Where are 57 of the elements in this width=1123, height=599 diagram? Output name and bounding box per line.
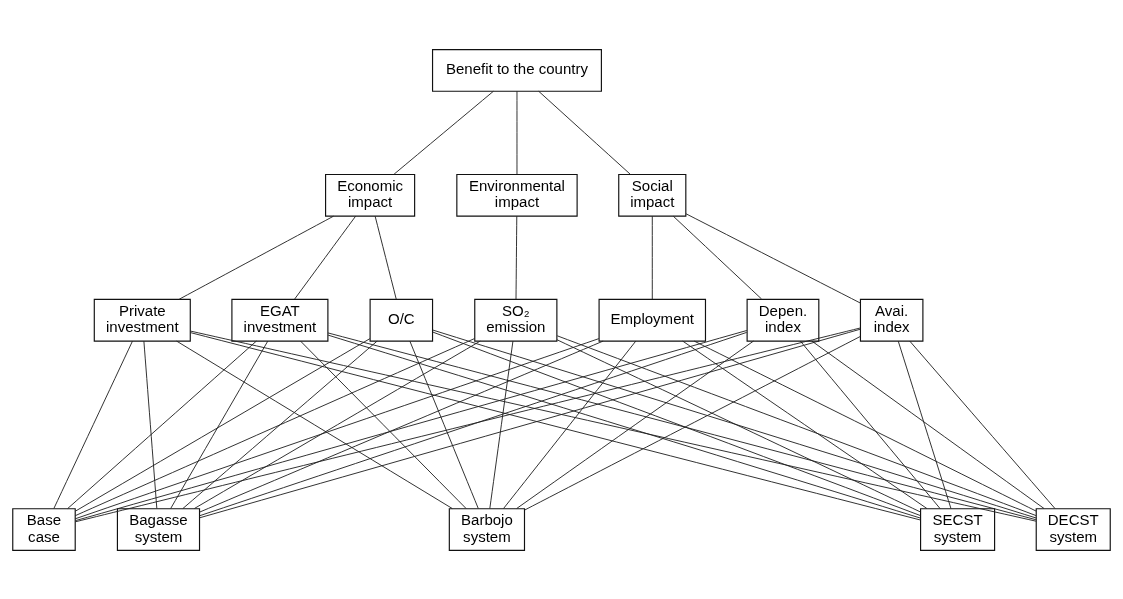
connector [909,340,1056,509]
connector [182,340,378,509]
node-box: Economic impact [325,173,416,217]
connector [672,215,763,299]
connector [300,340,467,509]
connector [327,334,921,519]
connector [199,340,604,513]
node-box: Barbojo system [448,507,526,551]
connector [432,331,921,516]
node-box: Bagasse system [116,507,201,551]
node-box: O/C [369,298,434,342]
node-box: Depen. index [746,298,820,342]
node-box: Private investment [93,298,191,342]
node-box: Social impact [618,173,687,217]
connector [556,338,921,512]
connector [524,335,861,510]
connector [67,340,257,509]
connector [489,340,514,509]
connector [74,337,475,516]
connector [432,329,1037,518]
connector [393,90,494,175]
connector [178,215,334,300]
connector [799,340,941,509]
connector [74,329,748,521]
node-box: Employment [598,298,707,342]
connector [170,340,269,509]
connector [143,340,158,509]
connector [651,215,653,299]
connector [327,331,1037,520]
connector [682,340,928,509]
connector [685,212,861,303]
connector [189,330,1037,522]
node-box: SECST system [920,507,996,551]
connector [53,340,133,509]
node-box: EGAT investment [231,298,329,342]
connector [409,340,479,509]
node-box: Avai. index [859,298,924,342]
connector [811,340,1045,509]
connector [516,90,518,175]
connector [199,331,748,516]
connector [74,337,600,519]
node-box: Environmental impact [456,173,578,217]
connector [515,215,518,299]
node-box: DECST system [1035,507,1111,551]
connector [538,90,631,175]
connector [75,337,371,511]
connector [74,327,861,522]
node-box: Base case [12,507,76,551]
node-box: SO₂ emission [474,298,558,342]
connector [503,340,637,509]
node-box: Benefit to the country [431,48,602,92]
connector [374,215,397,299]
connector [897,340,952,509]
connector [693,340,1037,512]
connector [556,334,1037,516]
connector [516,340,754,509]
connector [294,215,357,299]
